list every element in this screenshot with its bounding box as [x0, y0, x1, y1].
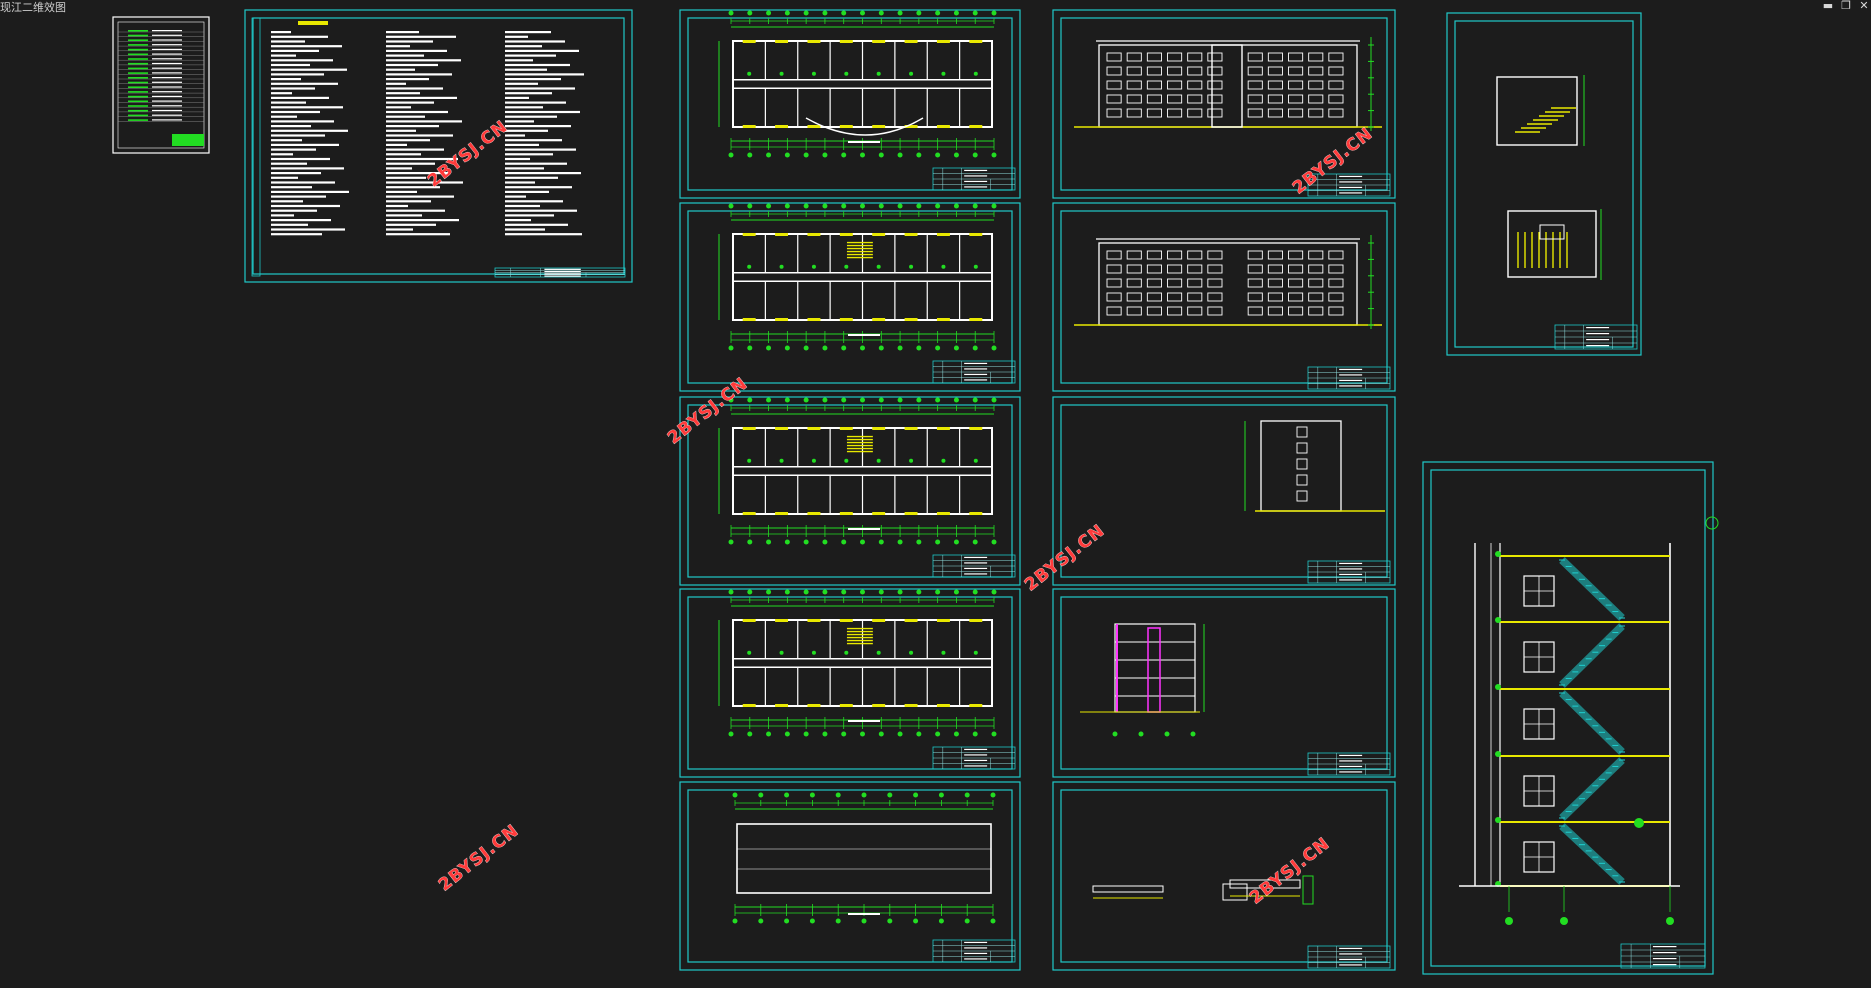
title-block — [932, 554, 1016, 578]
sheet-outer-frame — [679, 781, 1021, 971]
title-block — [1307, 366, 1391, 390]
entrance-canopy — [805, 117, 924, 136]
title-block — [494, 267, 626, 278]
sheet-elevation-1 — [1052, 9, 1396, 199]
sheet-outer-frame — [1052, 781, 1396, 971]
title-block — [1307, 173, 1391, 197]
sheet-elevation-5 — [1052, 781, 1396, 971]
minimize-icon[interactable]: ▬ — [1822, 0, 1834, 12]
sheet-plan-5 — [679, 781, 1021, 971]
title-block — [1307, 945, 1391, 969]
sheet-plan-2 — [679, 202, 1021, 392]
watermark-text: 2BYSJ.CN — [1289, 124, 1377, 199]
watermark-text: 2BYSJ.CN — [435, 821, 523, 896]
floor-plan — [718, 10, 997, 158]
watermark-text: 2BYSJ.CN — [664, 374, 752, 449]
rear-elevation — [1074, 235, 1382, 329]
close-icon[interactable]: ✕ — [1859, 0, 1869, 12]
sheet-inner-frame — [1060, 596, 1388, 770]
sheet-plan-3 — [679, 396, 1021, 586]
sheet-elevation-2 — [1052, 202, 1396, 392]
title-block — [932, 939, 1016, 963]
window-title: 现江二维效图 — [0, 1, 66, 14]
watermark-text: 2BYSJ.CN — [1246, 834, 1334, 909]
construction-details — [1092, 875, 1314, 905]
sheet-inner-frame — [1060, 17, 1388, 191]
sheet-inner-frame — [687, 210, 1013, 384]
sheet-outer-frame — [1052, 588, 1396, 778]
sheet-elevation-3 — [1052, 396, 1396, 586]
sheet-elevation-4 — [1052, 588, 1396, 778]
sheet-inner-frame — [687, 404, 1013, 578]
sheet-stair-detail — [1446, 12, 1642, 356]
sheet-outer-frame — [1052, 396, 1396, 586]
stair-plan-upper — [1496, 75, 1585, 146]
watermark-text: 2BYSJ.CN — [1021, 521, 1109, 596]
drawing-sheets — [112, 9, 1719, 975]
floor-plan — [718, 397, 997, 545]
title-block — [1620, 943, 1706, 969]
sheet-outer-frame — [679, 9, 1021, 199]
title-block — [932, 746, 1016, 770]
stair-plan-lower — [1507, 209, 1602, 280]
sheet-outer-frame — [244, 9, 633, 283]
sheet-inner-frame — [1430, 469, 1706, 967]
sheet-plan-1 — [679, 9, 1021, 199]
roof-plan — [732, 792, 996, 924]
watermark-text: 2BYSJ.CN — [424, 117, 512, 192]
side-elevation — [1244, 420, 1385, 512]
sheet-inner-frame — [687, 789, 1013, 963]
sheet-outer-frame — [679, 396, 1021, 586]
building-section — [1080, 623, 1205, 737]
title-block — [1554, 324, 1638, 350]
sheet-outer-frame — [1422, 461, 1714, 975]
front-elevation — [1074, 37, 1382, 131]
title-block — [932, 167, 1016, 191]
sheet-outer-frame — [679, 202, 1021, 392]
sheet-outer-frame — [1052, 9, 1396, 199]
floor-plan — [718, 589, 997, 737]
sheet-inner-frame — [1060, 210, 1388, 384]
title-block — [1307, 752, 1391, 776]
sheet-plan-4 — [679, 588, 1021, 778]
sheet-inner-frame — [252, 17, 625, 275]
sheet-outer-frame — [1446, 12, 1642, 356]
sheet-inner-frame — [1060, 789, 1388, 963]
restore-icon[interactable]: ❐ — [1841, 0, 1851, 12]
sheet-inner-frame — [687, 17, 1013, 191]
title-block — [1307, 560, 1391, 584]
sheet-inner-frame — [1060, 404, 1388, 578]
floor-plan — [718, 203, 997, 351]
stair-section — [1459, 516, 1719, 925]
sheet-inner-frame — [1454, 20, 1634, 348]
elevation — [1074, 37, 1382, 131]
sheet-design-notes — [244, 9, 633, 283]
sheet-outer-frame — [1052, 202, 1396, 392]
compass-icon — [1705, 516, 1719, 530]
sheet-index — [112, 16, 210, 154]
elevation — [1074, 235, 1382, 329]
title-block — [932, 360, 1016, 384]
sheet-inner-frame — [687, 596, 1013, 770]
sheet-outer-frame — [679, 588, 1021, 778]
sheet-stair-section — [1422, 461, 1719, 975]
